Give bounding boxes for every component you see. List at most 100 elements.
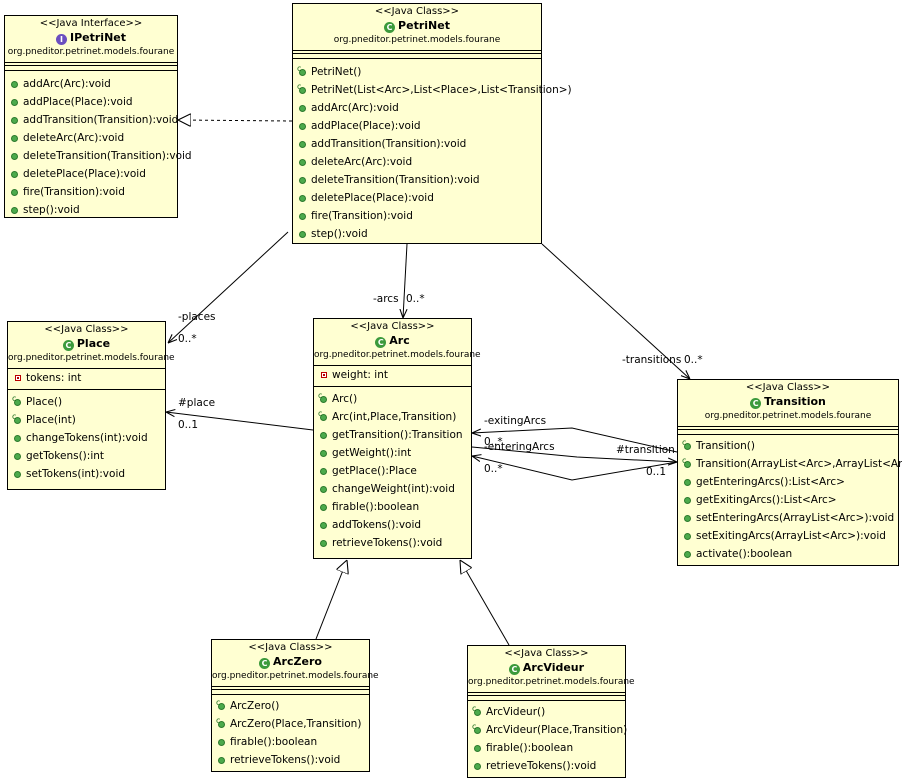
- stereotype: <<Java Interface>>: [39, 18, 143, 29]
- class-name: Arc: [389, 334, 410, 347]
- member-signature: retrieveTokens():void: [332, 537, 443, 549]
- member-signature: firable():boolean: [486, 742, 574, 754]
- constructor-icon: [320, 414, 327, 421]
- member-signature: PetriNet(): [311, 66, 362, 78]
- member-signature: setTokens(int):void: [26, 468, 126, 480]
- method-row[interactable]: retrieveTokens():void: [314, 534, 471, 552]
- association-petrinet-arcs: [403, 243, 407, 318]
- method-row[interactable]: fire(Transition):void: [5, 183, 177, 201]
- public-method-icon: [320, 432, 327, 439]
- field-row[interactable]: tokens: int: [8, 369, 165, 387]
- method-row[interactable]: deletePlace(Place):void: [293, 189, 541, 207]
- method-row[interactable]: getTokens():int: [8, 447, 165, 465]
- method-row[interactable]: addPlace(Place):void: [293, 117, 541, 135]
- method-row[interactable]: fire(Transition):void: [293, 207, 541, 225]
- member-signature: step():void: [23, 204, 80, 216]
- method-row[interactable]: firable():boolean: [212, 733, 369, 751]
- class-icon: C: [750, 398, 762, 409]
- method-row[interactable]: changeTokens(int):void: [8, 429, 165, 447]
- method-row[interactable]: addTransition(Transition):void: [5, 111, 178, 129]
- field-row[interactable]: weight: int: [314, 366, 471, 384]
- member-signature: ArcZero(): [230, 700, 280, 712]
- method-row[interactable]: getExitingArcs():List<Arc>: [678, 491, 898, 509]
- method-row[interactable]: retrieveTokens():void: [468, 757, 625, 775]
- member-signature: Transition(ArrayList<Arc>,ArrayList<Arc>…: [696, 458, 902, 470]
- constructor-icon: [218, 703, 225, 710]
- member-signature: PetriNet(List<Arc>,List<Place>,List<Tran…: [311, 84, 572, 96]
- method-row[interactable]: retrieveTokens():void: [212, 751, 369, 769]
- member-signature: getExitingArcs():List<Arc>: [696, 494, 837, 506]
- class-icon: C: [62, 340, 74, 351]
- member-signature: setEnteringArcs(ArrayList<Arc>):void: [696, 512, 895, 524]
- places-multiplicity-label: 0..*: [178, 333, 197, 345]
- method-row[interactable]: step():void: [5, 201, 177, 219]
- method-row[interactable]: setExitingArcs(ArrayList<Arc>):void: [678, 527, 898, 545]
- method-row[interactable]: addArc(Arc):void: [293, 99, 541, 117]
- method-row[interactable]: getWeight():int: [314, 444, 471, 462]
- public-method-icon: [299, 123, 306, 130]
- public-method-icon: [11, 81, 18, 88]
- method-row[interactable]: deleteTransition(Transition):void: [293, 171, 541, 189]
- method-row[interactable]: firable():boolean: [468, 739, 625, 757]
- member-signature: deleteTransition(Transition):void: [311, 174, 480, 186]
- public-method-icon: [14, 453, 21, 460]
- public-method-icon: [684, 479, 691, 486]
- method-row[interactable]: activate():boolean: [678, 545, 898, 563]
- association-petrinet-transitions: [541, 243, 690, 379]
- method-row[interactable]: addPlace(Place):void: [5, 93, 177, 111]
- method-row[interactable]: addArc(Arc):void: [5, 75, 177, 93]
- member-signature: addPlace(Place):void: [23, 96, 133, 108]
- constructor-icon: [320, 396, 327, 403]
- public-method-icon: [299, 141, 306, 148]
- method-row[interactable]: deletePlace(Place):void: [5, 165, 177, 183]
- method-row[interactable]: setTokens(int):void: [8, 465, 165, 483]
- method-row[interactable]: getTransition():Transition: [314, 426, 471, 444]
- stereotype: <<Java Class>>: [504, 648, 589, 659]
- member-signature: ArcVideur(Place,Transition): [486, 724, 628, 736]
- member-signature: firable():boolean: [230, 736, 318, 748]
- class-icon: C: [259, 658, 271, 669]
- method-row[interactable]: changeWeight(int):void: [314, 480, 471, 498]
- exitingarcs-role-label: -exitingArcs: [484, 415, 547, 427]
- method-row[interactable]: deleteArc(Arc):void: [293, 153, 541, 171]
- class-icon: C: [384, 22, 396, 33]
- method-row[interactable]: deleteArc(Arc):void: [5, 129, 177, 147]
- method-row[interactable]: getEnteringArcs():List<Arc>: [678, 473, 898, 491]
- method-row[interactable]: setEnteringArcs(ArrayList<Arc>):void: [678, 509, 898, 527]
- method-row[interactable]: step():void: [293, 225, 541, 243]
- public-method-icon: [218, 739, 225, 746]
- method-row[interactable]: addTokens():void: [314, 516, 471, 534]
- package-name: org.pneditor.petrinet.models.fourane: [333, 35, 501, 45]
- constructor-marker-icon: c: [12, 412, 17, 421]
- method-row[interactable]: deleteTransition(Transition):void: [5, 147, 192, 165]
- class-name: Transition: [764, 395, 826, 408]
- enteringarcs-multiplicity-label: 0..*: [484, 463, 503, 475]
- method-row[interactable]: addTransition(Transition):void: [293, 135, 541, 153]
- generalization-arcvideur-arc: [460, 560, 510, 646]
- method-row[interactable]: firable():boolean: [314, 498, 471, 516]
- method-row[interactable]: getPlace():Place: [314, 462, 471, 480]
- generalization-arczero-arc: [315, 560, 347, 640]
- constructor-icon: [218, 721, 225, 728]
